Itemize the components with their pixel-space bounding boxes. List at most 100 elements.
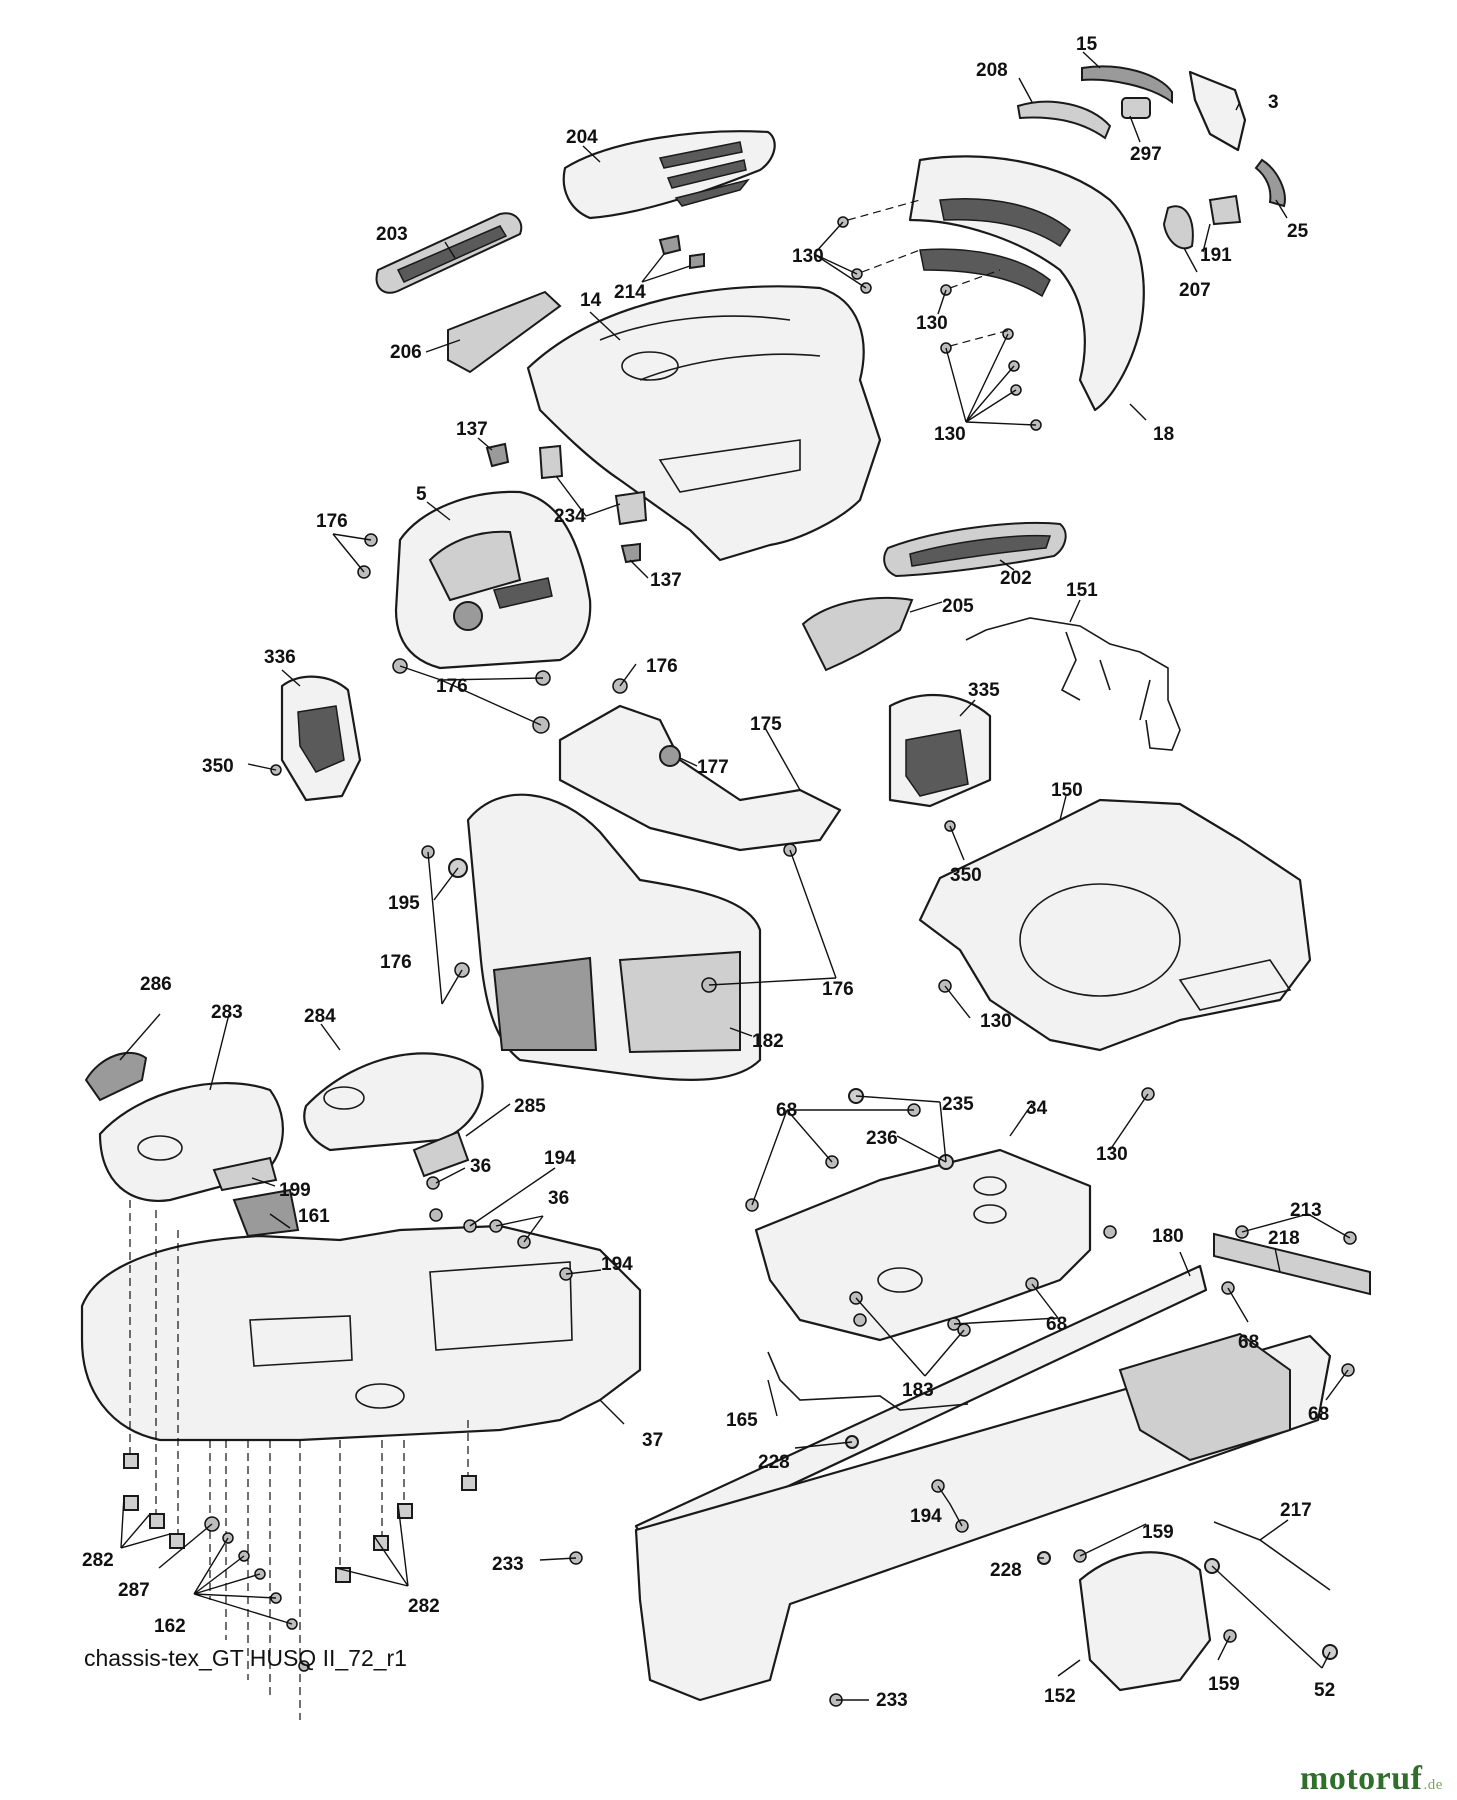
part-283-cup [137,1135,183,1161]
part-150-footplate [918,798,1312,1052]
label-194-a: 194 [544,1148,576,1169]
part-175-frame [558,704,842,852]
label-36-a: 36 [470,1156,491,1177]
label-202: 202 [1000,568,1032,589]
part-165-rod [767,1351,969,1411]
label-228-a: 228 [758,1452,790,1473]
label-130-e: 130 [1096,1144,1128,1165]
part-234-pad-a [538,444,564,480]
part-218-bracket [1213,1232,1371,1296]
part-14-hood-detail [599,315,821,493]
label-176-a: 176 [316,511,348,532]
label-3: 3 [1268,92,1279,113]
part-285-holder [412,1130,470,1178]
part-37-cup [355,1383,405,1409]
part-205-vent [801,596,914,672]
part-177-knob [659,745,681,767]
label-286: 286 [140,974,172,995]
part-25-trim [1254,158,1286,208]
label-236: 236 [866,1128,898,1149]
label-130-b: 130 [916,313,948,334]
label-68-d: 68 [1308,1404,1329,1425]
label-130-a: 130 [792,246,824,267]
label-234: 234 [554,506,586,527]
label-282-b: 282 [408,1596,440,1617]
label-297: 297 [1130,144,1162,165]
part-5-ignition [453,601,483,631]
label-191: 191 [1200,245,1232,266]
label-36-b: 36 [548,1188,569,1209]
logo-tld: .de [1423,1777,1443,1793]
label-162: 162 [154,1616,186,1637]
label-130-c: 130 [934,424,966,445]
label-282-a: 282 [82,1550,114,1571]
label-350-b: 350 [950,865,982,886]
dash-130-top [847,199,1011,347]
label-233-a: 233 [492,1554,524,1575]
part-234-pad-b [614,490,648,526]
part-161-plate [232,1188,300,1238]
diagram-caption: chassis-tex_GT HUSQ II_72_r1 [84,1645,407,1671]
part-18-front-mesh [939,198,1071,248]
part-208-lens [1016,100,1112,140]
callout-labels: 15 208 3 204 297 25 191 207 203 130 214 … [82,34,1335,1711]
label-194-c: 194 [910,1506,942,1527]
label-235: 235 [942,1094,974,1115]
label-18: 18 [1153,424,1174,445]
label-336: 336 [264,647,296,668]
label-285: 285 [514,1096,546,1117]
part-137-clip-b [620,542,641,564]
label-199: 199 [279,1180,311,1201]
label-15: 15 [1076,34,1098,55]
label-130-d: 130 [980,1011,1012,1032]
part-182-panel-right [618,950,741,1054]
label-180: 180 [1152,1226,1184,1247]
part-284-cup [323,1086,365,1110]
bolts-213-68 [1221,1225,1357,1377]
part-297-clip [1121,97,1151,119]
label-152: 152 [1044,1686,1076,1707]
part-151-bracket [965,617,1181,751]
part-14-hood-opening [621,351,679,381]
label-68-a: 68 [776,1100,797,1121]
label-182: 182 [752,1031,784,1052]
label-161: 161 [298,1206,330,1227]
label-204: 204 [566,127,598,148]
part-150-opening [1019,883,1181,997]
label-150: 150 [1051,780,1083,801]
label-350-a: 350 [202,756,234,777]
part-18-lower-mesh [919,248,1051,298]
logo-name: motoruf [1300,1760,1423,1797]
clips-282 [123,1453,477,1583]
label-183: 183 [902,1380,934,1401]
part-204-slats [658,141,750,207]
part-37-rear-fender [80,1224,642,1442]
motoruf-logo[interactable]: motoruf.de [1300,1760,1443,1798]
label-175: 175 [750,714,782,735]
label-205: 205 [942,596,974,617]
part-5-gauge [493,577,553,609]
label-137-b: 137 [650,570,682,591]
label-52: 52 [1314,1680,1335,1701]
part-206-vent [447,290,562,374]
part-37-seat-cutout [249,1261,573,1367]
label-194-b: 194 [601,1254,633,1275]
label-137-a: 137 [456,419,488,440]
part-34-hole-b [973,1204,1007,1224]
label-165: 165 [726,1410,758,1431]
label-284: 284 [304,1006,336,1027]
label-287: 287 [118,1580,150,1601]
part-199-plate [212,1156,278,1192]
label-177: 177 [697,757,729,778]
part-3-bracket [1188,70,1247,152]
label-151: 151 [1066,580,1098,601]
part-15-trim [1081,65,1173,104]
label-233-b: 233 [876,1690,908,1711]
label-218: 218 [1268,1228,1300,1249]
part-34-hole-c [877,1267,923,1293]
part-207-headlight [1162,205,1194,250]
label-159-a: 159 [1142,1522,1174,1543]
label-207: 207 [1179,280,1211,301]
label-34: 34 [1026,1098,1048,1119]
label-203: 203 [376,224,408,245]
